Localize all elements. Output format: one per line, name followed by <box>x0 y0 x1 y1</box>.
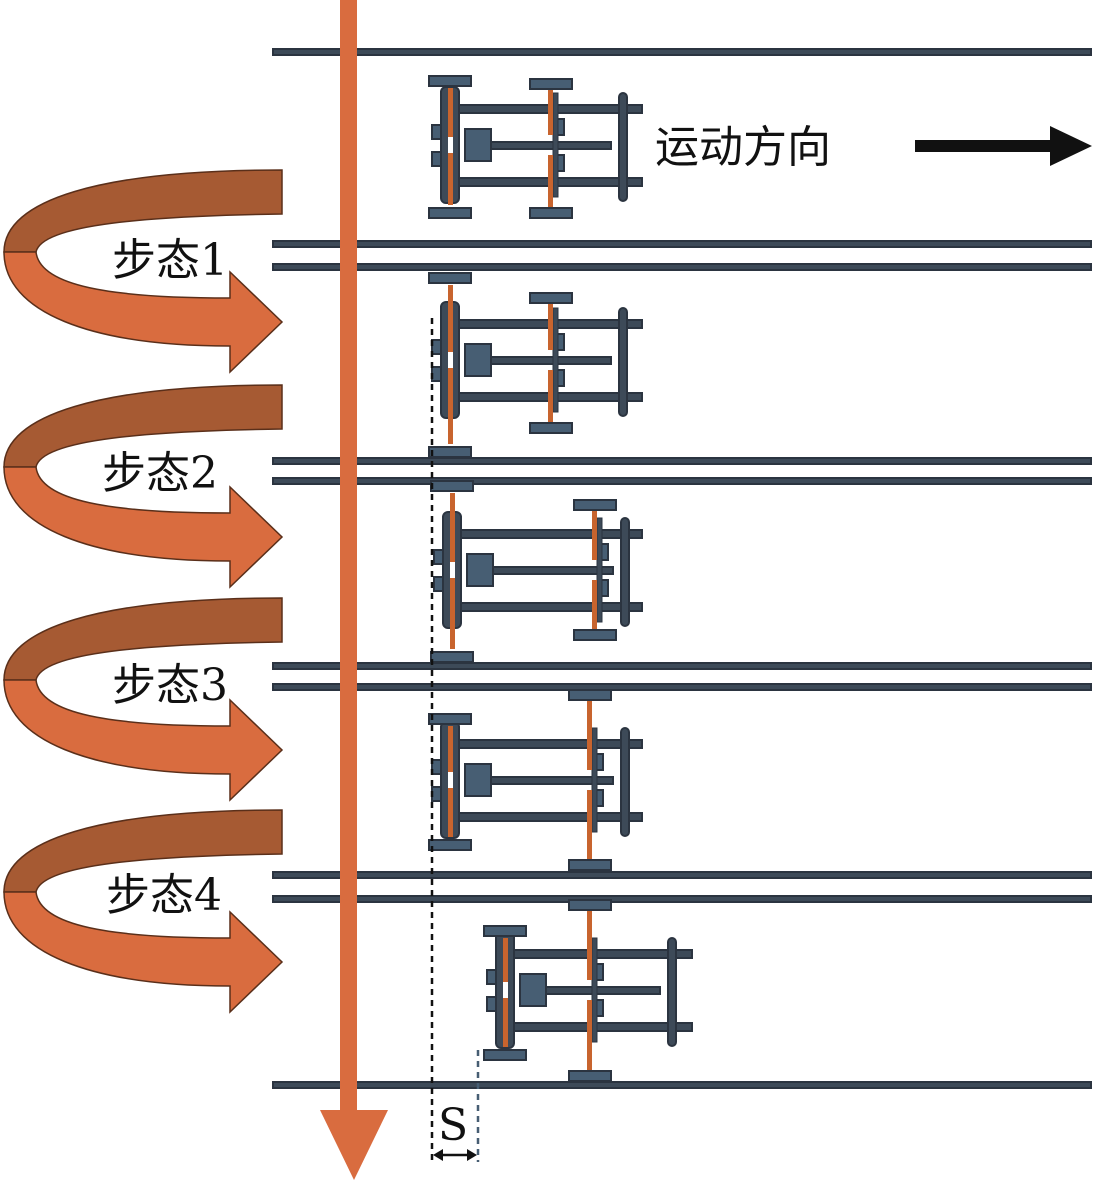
rotation-arrows <box>3 169 284 1014</box>
front-foot-top <box>483 925 527 937</box>
robot-2 <box>428 272 643 458</box>
rotation-arrow-4 <box>3 809 284 1014</box>
rear-foot-top <box>573 499 617 511</box>
track-line-inner <box>274 50 1090 54</box>
track-line-inner <box>274 897 1090 901</box>
arrow-front-band <box>3 891 284 1014</box>
front-foot-top <box>428 713 472 725</box>
front-foot-top <box>428 75 472 87</box>
direction-label: 运动方向 <box>655 122 831 173</box>
rear-crossbar <box>667 937 677 1047</box>
offset-double-arrow <box>433 1149 477 1161</box>
rear-crossbar <box>620 727 630 837</box>
motor-block <box>519 973 547 1007</box>
rear-wheel-frame <box>552 92 559 198</box>
rear-leg-bottom <box>587 790 592 859</box>
front-foot-bottom <box>483 1049 527 1061</box>
offset-label: S <box>438 1100 468 1151</box>
rear-foot-top <box>529 78 573 90</box>
front-leg-gap <box>450 562 455 578</box>
direction-arrow-icon <box>915 126 1092 166</box>
frame-rail-top <box>512 949 693 959</box>
track-line-inner <box>274 1083 1090 1087</box>
drive-rod <box>485 356 612 365</box>
robot-4 <box>428 689 643 871</box>
track-line-inner <box>274 664 1090 668</box>
drive-rod <box>540 986 661 995</box>
rotation-arrow-2 <box>3 384 284 589</box>
motor-block <box>464 763 492 797</box>
rear-wheel-frame <box>591 937 598 1043</box>
frame-rail-bottom <box>457 812 643 822</box>
track-line-inner <box>274 685 1090 689</box>
rear-leg-bottom <box>548 155 553 207</box>
robot-5 <box>483 899 693 1082</box>
front-leg-gap <box>448 772 453 788</box>
rear-foot-bottom <box>573 629 617 641</box>
arrow-front-band <box>3 679 284 802</box>
rear-wheel-frame <box>591 727 598 833</box>
rear-leg-top <box>548 90 553 135</box>
rear-leg-top <box>587 701 592 770</box>
rear-leg-bottom <box>587 1000 592 1070</box>
front-foot-top <box>428 272 472 284</box>
track-line-inner <box>274 242 1090 246</box>
track-line-inner <box>274 459 1090 463</box>
drive-rod <box>485 141 612 150</box>
rear-foot-top <box>568 899 612 911</box>
time-arrow <box>320 0 388 1180</box>
front-leg-gap <box>448 137 453 153</box>
rear-leg-bottom <box>592 580 597 629</box>
robots <box>428 75 693 1082</box>
robot-3 <box>430 480 643 663</box>
front-foot-bottom <box>428 839 472 851</box>
track-line-inner <box>274 479 1090 483</box>
rear-leg-top <box>548 304 553 350</box>
motor-block <box>464 128 492 162</box>
rear-foot-bottom <box>568 859 612 871</box>
front-foot-top <box>430 480 474 492</box>
track-line-inner <box>274 873 1090 877</box>
gait-label-4: 步态4 <box>106 870 222 921</box>
frame-rail-bottom <box>459 602 643 612</box>
front-leg-gap <box>503 982 508 998</box>
gait-label-2: 步态2 <box>102 448 218 499</box>
front-foot-bottom <box>430 651 474 663</box>
front-foot-bottom <box>428 207 472 219</box>
rear-foot-bottom <box>568 1070 612 1082</box>
rear-wheel-frame <box>596 517 603 623</box>
rotation-arrow-1 <box>3 169 284 374</box>
gait-label-3: 步态3 <box>112 660 228 711</box>
rear-foot-top <box>568 689 612 701</box>
track-lines <box>272 48 1092 1089</box>
rear-foot-top <box>529 292 573 304</box>
arrow-front-band <box>3 251 284 374</box>
rear-foot-bottom <box>529 207 573 219</box>
rear-wheel-frame <box>552 307 559 413</box>
motor-block <box>466 553 494 587</box>
frame-rail-bottom <box>512 1022 693 1032</box>
rear-crossbar <box>618 307 628 417</box>
frame-rail-top <box>459 529 643 539</box>
gait-label-1: 步态1 <box>112 235 228 286</box>
drive-rod <box>487 566 614 575</box>
front-foot-bottom <box>428 446 472 458</box>
rotation-arrow-3 <box>3 597 284 802</box>
track-line-inner <box>274 265 1090 269</box>
front-leg-gap <box>448 352 453 368</box>
frame-rail-top <box>457 739 643 749</box>
rear-leg-top <box>592 511 597 560</box>
rear-leg-top <box>587 911 592 980</box>
rear-crossbar <box>618 92 628 202</box>
arrow-front-band <box>3 466 284 589</box>
motor-block <box>464 343 492 377</box>
rear-crossbar <box>620 517 630 627</box>
rear-leg-bottom <box>548 370 553 422</box>
rear-foot-bottom <box>529 422 573 434</box>
robot-1 <box>428 75 643 219</box>
